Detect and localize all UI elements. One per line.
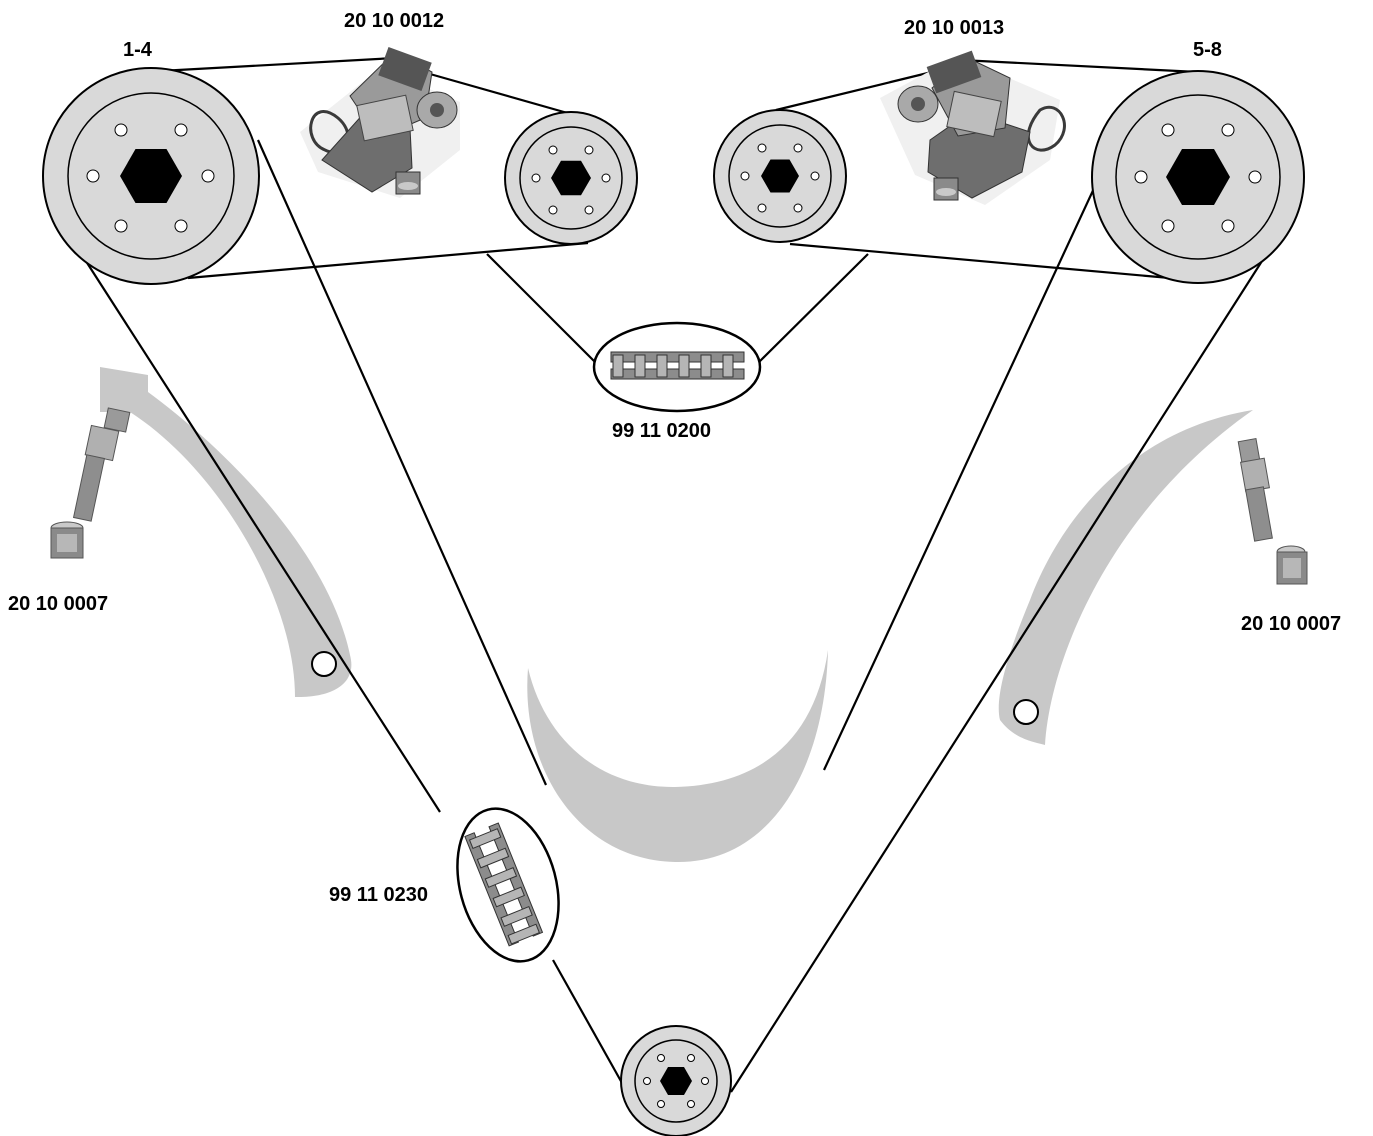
bank-label-right: 5-8 bbox=[1193, 39, 1222, 61]
camshaft-sprocket-right bbox=[1092, 71, 1304, 283]
hydraulic-tensioner-right-icon bbox=[880, 51, 1064, 205]
bank-label-left: 1-4 bbox=[123, 39, 153, 61]
main-chain-part-number: 99 11 0230 bbox=[329, 884, 428, 906]
guide-bolt-right-icon bbox=[1238, 439, 1307, 584]
guide-pivot-right bbox=[1014, 700, 1038, 724]
upper-chain-callout bbox=[594, 323, 760, 411]
hydraulic-tensioner-left-icon bbox=[300, 47, 460, 198]
guide-rail-left bbox=[100, 367, 351, 697]
main-chain-callout bbox=[441, 797, 574, 973]
tensioner-right-part-number: 20 10 0013 bbox=[904, 17, 1004, 39]
intermediate-sprocket-right bbox=[714, 110, 846, 242]
guide-rail-right bbox=[999, 410, 1253, 745]
intermediate-sprocket-left bbox=[505, 112, 637, 244]
guide-bolt-left-icon bbox=[51, 408, 130, 558]
tensioner-left-part-number: 20 10 0012 bbox=[344, 10, 444, 32]
camshaft-sprocket-left bbox=[43, 68, 259, 284]
crankshaft-sprocket bbox=[621, 1026, 731, 1136]
guide-rail-bottom bbox=[527, 650, 828, 862]
upper-chain-part-number: 99 11 0200 bbox=[612, 420, 711, 442]
guide-pivot-left bbox=[312, 652, 336, 676]
guide-bolt-left-part-number: 20 10 0007 bbox=[8, 593, 108, 615]
guide-bolt-right-part-number: 20 10 0007 bbox=[1241, 613, 1341, 635]
